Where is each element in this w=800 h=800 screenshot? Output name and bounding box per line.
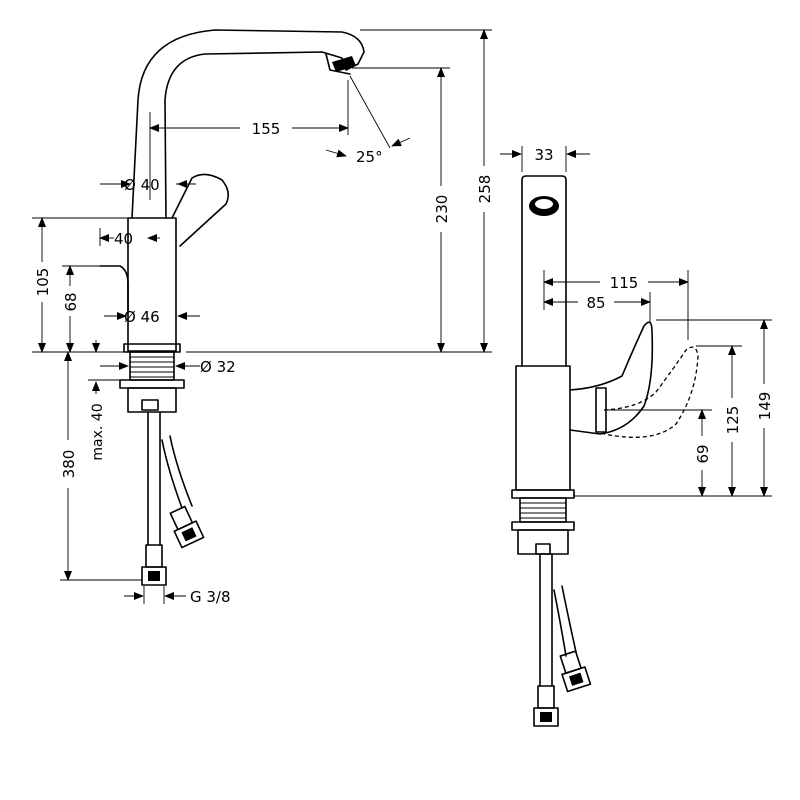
dim-height-68: 68 — [62, 292, 80, 311]
dim-spout-height: 230 — [433, 195, 451, 224]
dim-diameter-base: Ø 46 — [124, 308, 160, 326]
dim-body-width: 40 — [114, 230, 133, 248]
front-thread — [129, 351, 175, 381]
dim-hose-length: 380 — [60, 450, 78, 479]
dim-max-thickness: max. 40 — [90, 403, 106, 460]
dim-total-height: 258 — [476, 175, 494, 204]
dim-spray-angle: 25° — [356, 148, 383, 166]
side-spout — [521, 175, 567, 367]
dim-depth-33: 33 — [534, 146, 553, 164]
front-view: 155 25° 230 258 Ø 40 40 105 — [32, 29, 494, 606]
dim-connection-thread: G 3/8 — [190, 588, 231, 606]
side-view: 33 115 85 149 125 69 — [500, 146, 774, 727]
dim-diameter-body: Ø 40 — [124, 176, 160, 194]
front-spout — [131, 29, 365, 219]
dim-lever-85: 85 — [586, 294, 605, 312]
side-body — [515, 365, 571, 491]
dim-lever-115: 115 — [610, 274, 639, 292]
side-lever-alt — [603, 346, 699, 438]
dim-spout-reach: 155 — [252, 120, 281, 138]
dim-height-69: 69 — [694, 444, 712, 463]
dim-diameter-thread: Ø 32 — [200, 358, 236, 376]
dim-height-105: 105 — [34, 268, 52, 297]
side-lever — [569, 321, 654, 435]
dim-height-149: 149 — [756, 392, 774, 421]
front-lever — [171, 173, 230, 247]
dim-height-125: 125 — [724, 406, 742, 435]
